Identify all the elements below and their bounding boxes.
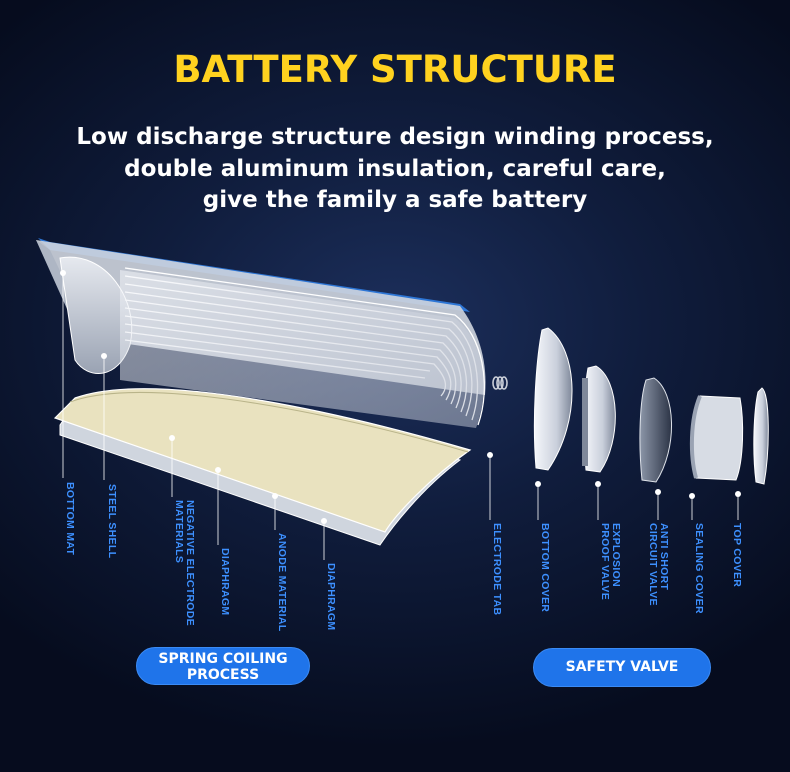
spring-coiling-process-button[interactable]: SPRING COILING PROCESS (136, 647, 310, 685)
explosion-proof-valve-shape (582, 366, 615, 472)
label-diaphragm-1: DIAPHRAGM (219, 548, 230, 615)
safety-valve-button[interactable]: SAFETY VALVE (533, 648, 711, 687)
top-cover-shape (754, 388, 768, 484)
spring-coiling-label-line-1: SPRING COILING (137, 651, 309, 667)
anti-short-circuit-valve-shape (640, 378, 672, 482)
label-steel-shell: STEEL SHELL (106, 484, 117, 558)
label-negative-electrode: NEGATIVE ELECTRODE MATERIALS (173, 500, 195, 626)
bottom-cover-shape (534, 328, 572, 470)
spring-shape (493, 377, 507, 389)
label-top-cover: TOP COVER (731, 523, 742, 587)
label-bottom-mat: BOTTOM MAT (64, 482, 75, 555)
spring-coiling-label-line-2: PROCESS (137, 667, 309, 683)
label-bottom-cover: BOTTOM COVER (539, 523, 550, 612)
label-anode-material: ANODE MATERIAL (276, 533, 287, 632)
label-electrode-tab: ELECTRODE TAB (491, 523, 502, 615)
label-sealing-cover: SEALING COVER (693, 523, 704, 614)
label-anti-short-circuit-valve: ANTI SHORT CIRCUIT VALVE (647, 523, 669, 606)
label-explosion-proof-valve: EXPLOSION PROOF VALVE (599, 523, 621, 600)
safety-valve-label: SAFETY VALVE (534, 649, 710, 686)
label-diaphragm-2: DIAPHRAGM (325, 563, 336, 630)
sealing-cover-shape (692, 396, 743, 480)
